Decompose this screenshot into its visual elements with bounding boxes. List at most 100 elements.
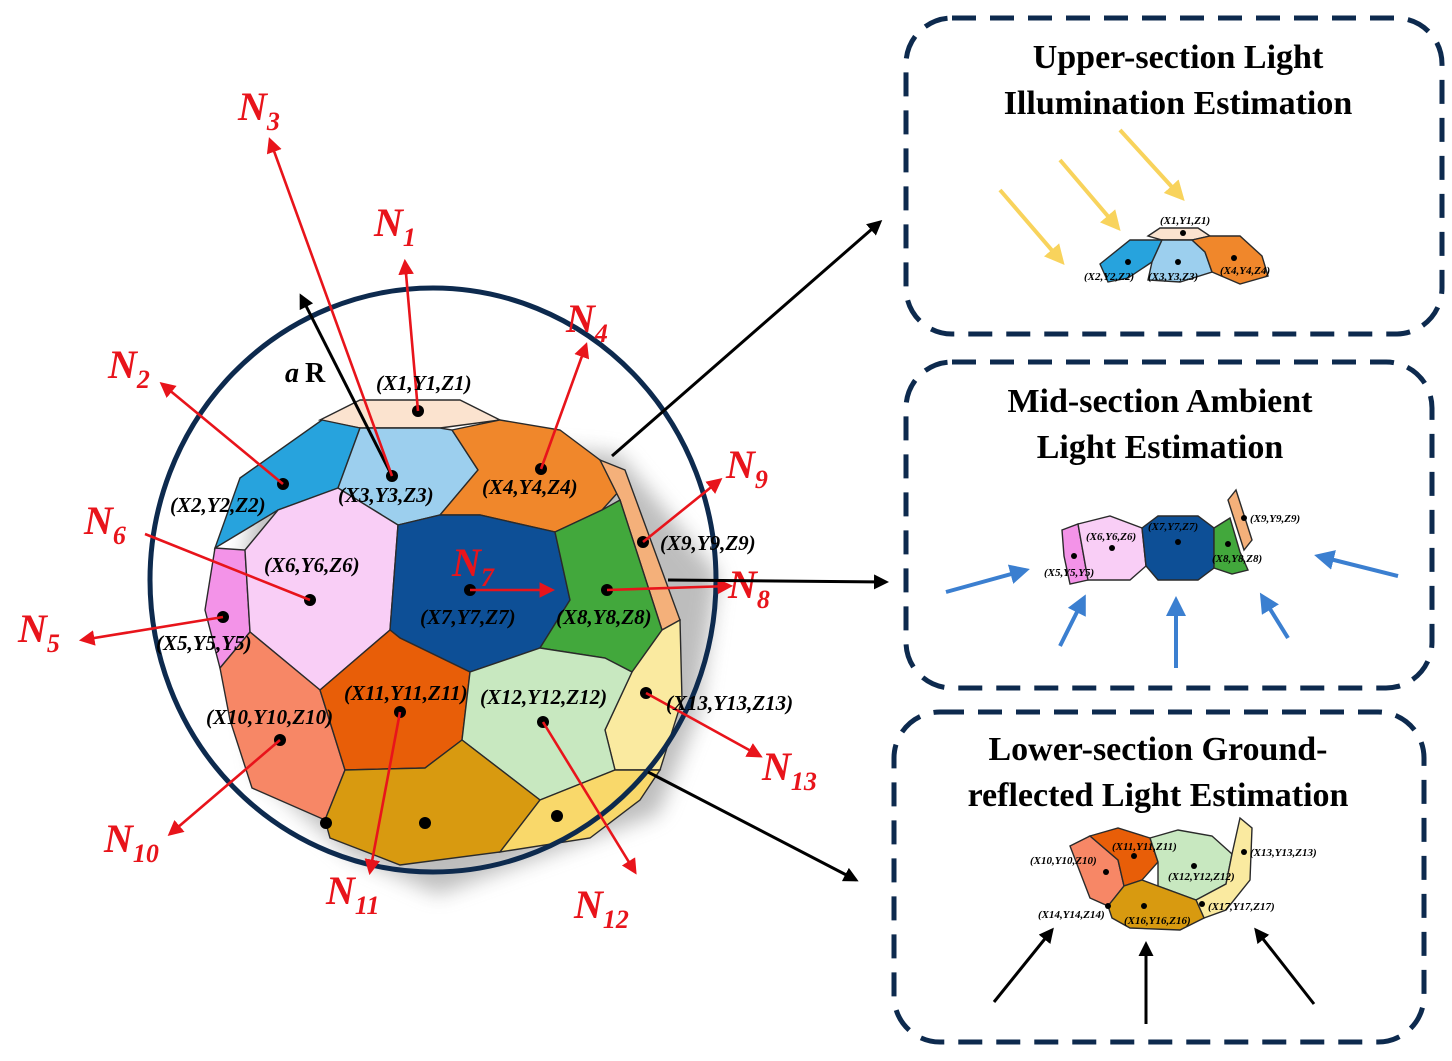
normal-arrow-4 xyxy=(539,342,590,470)
normal-arrow-12 xyxy=(541,721,637,875)
centroid-17 xyxy=(551,810,563,822)
normal-label-6: N6 xyxy=(83,498,126,550)
mid-centroid-9 xyxy=(1241,515,1247,521)
lower-coord-10: (X10,Y10,Z10) xyxy=(1030,855,1097,867)
sunlight-ray-3 xyxy=(998,188,1065,266)
ambient-ray-1 xyxy=(945,564,1030,594)
normal-arrow-6 xyxy=(144,532,311,602)
lower-face-11 xyxy=(1088,827,1159,887)
lower-face-16 xyxy=(1107,879,1205,931)
normal-label-8: N8 xyxy=(727,562,770,614)
normal-label-7: N7 xyxy=(451,540,495,592)
coord-label-9: (X9,Y9,Z9) xyxy=(660,531,756,555)
upper-centroid-1 xyxy=(1180,230,1186,236)
normal-arrow-3 xyxy=(266,137,394,477)
lower-centroid-17 xyxy=(1199,901,1205,907)
normal-label-9: N9 xyxy=(725,442,768,494)
face-17 xyxy=(498,769,662,853)
connector-arrow-mid xyxy=(667,574,889,590)
upper-coord-3: (X3,Y3,Z3) xyxy=(1148,271,1198,283)
upper-face-4 xyxy=(1190,235,1269,285)
normal-label-12: N12 xyxy=(573,882,629,934)
lower-centroid-10 xyxy=(1103,869,1109,875)
normal-arrow-11 xyxy=(364,711,402,876)
lower-centroid-16 xyxy=(1141,903,1147,909)
lower-centroid-12 xyxy=(1191,863,1197,869)
coord-label-1: (X1,Y1,Z1) xyxy=(376,371,472,395)
coord-label-10: (X10,Y10,Z10) xyxy=(206,705,333,729)
mid-coord-5: (X5,Y5,Y5) xyxy=(1044,567,1094,579)
coord-label-12: (X12,Y12,Z12) xyxy=(480,685,607,709)
normal-label-4: N4 xyxy=(565,296,608,348)
coord-label-5: (X5,Y5,Y5) xyxy=(156,631,252,655)
lower-coord-17: (X17,Y17,Z17) xyxy=(1208,901,1275,913)
lower-centroid-11 xyxy=(1131,853,1137,859)
normal-label-2: N2 xyxy=(107,342,150,394)
sunlight-ray-2 xyxy=(1058,158,1121,232)
face-1 xyxy=(317,399,503,429)
upper-panel-title-line1: Upper-section Light xyxy=(1033,39,1324,76)
mid-panel-title-line2: Light Estimation xyxy=(1037,429,1284,466)
lower-coord-13: (X13,Y13,Z13) xyxy=(1250,847,1317,859)
coord-label-4: (X4,Y4,Z4) xyxy=(482,475,578,499)
mid-centroid-6 xyxy=(1109,545,1115,551)
normal-arrow-10 xyxy=(167,739,281,837)
upper-centroid-4 xyxy=(1231,255,1237,261)
radius-arrow xyxy=(299,293,394,477)
upper-coord-1: (X1,Y1,Z1) xyxy=(1160,215,1210,227)
normal-arrow-13 xyxy=(645,691,763,758)
normal-arrow-5 xyxy=(78,615,224,646)
mid-panel-title-line1: Mid-section Ambient xyxy=(1007,383,1313,420)
lower-coord-16: (X16,Y16,Z16) xyxy=(1124,915,1191,927)
lower-coord-11: (X11,Y11,Z11) xyxy=(1112,841,1177,853)
coord-label-11: (X11,Y11,Z11) xyxy=(344,681,468,705)
connector-arrow-lower xyxy=(647,770,859,882)
lower-panel-border xyxy=(891,709,1427,1045)
mid-coord-6: (X6,Y6,Z6) xyxy=(1086,531,1136,543)
mid-section-panel: Mid-section Ambient Light Estimation (X5… xyxy=(903,359,1435,691)
connector-arrow-upper xyxy=(611,220,883,458)
ambient-ray-4 xyxy=(1259,592,1290,640)
mid-face-9 xyxy=(1227,488,1253,552)
ambient-ray-2 xyxy=(1058,594,1086,647)
ground-ray-1 xyxy=(992,927,1054,1003)
upper-centroid-2 xyxy=(1125,259,1131,265)
sunlight-ray-1 xyxy=(1118,128,1185,201)
coord-label-7: (X7,Y7,Z7) xyxy=(420,605,516,629)
centroid-16 xyxy=(419,817,431,829)
upper-panel-title-line2: Illumination Estimation xyxy=(1004,85,1353,122)
normal-label-5: N5 xyxy=(17,606,60,658)
mid-coord-7: (X7,Y7,Z7) xyxy=(1148,521,1198,533)
normal-label-13: N13 xyxy=(761,744,817,796)
normal-arrow-1 xyxy=(398,258,420,412)
upper-coord-2: (X2,Y2,Z2) xyxy=(1084,271,1134,283)
mid-panel-border xyxy=(903,359,1435,691)
lower-centroid-13 xyxy=(1241,849,1247,855)
lower-coord-12: (X12,Y12,Z12) xyxy=(1168,871,1235,883)
ground-ray-3 xyxy=(1254,927,1316,1005)
normal-arrow-8 xyxy=(606,578,734,595)
normal-arrow-2 xyxy=(159,382,284,486)
coord-label-8: (X8,Y8,Z8) xyxy=(556,605,652,629)
mid-centroid-5 xyxy=(1071,553,1077,559)
mid-centroid-8 xyxy=(1225,541,1231,547)
upper-section-panel: Upper-section Light Illumination Estimat… xyxy=(903,15,1445,337)
coord-label-6: (X6,Y6,Z6) xyxy=(264,553,360,577)
lower-centroid-14 xyxy=(1105,903,1111,909)
mid-coord-8: (X8,Y8,Z8) xyxy=(1212,553,1262,565)
mid-centroid-7 xyxy=(1175,539,1181,545)
mid-face-8 xyxy=(1213,516,1249,575)
lower-face-13 xyxy=(1195,816,1253,919)
normal-label-1: N1 xyxy=(373,200,416,252)
ambient-ray-5 xyxy=(1314,550,1399,578)
lower-coord-14: (X14,Y14,Z14) xyxy=(1038,909,1105,921)
coord-label-3: (X3,Y3,Z3) xyxy=(338,483,434,507)
lower-panel-title-line2: reflected Light Estimation xyxy=(968,777,1349,814)
coord-label-13: (X13,Y13,Z13) xyxy=(666,691,793,715)
upper-panel-border xyxy=(903,15,1445,337)
normal-arrow-9 xyxy=(642,478,723,544)
lower-section-panel: Lower-section Ground- reflected Light Es… xyxy=(891,709,1427,1045)
normal-label-10: N10 xyxy=(103,816,159,868)
